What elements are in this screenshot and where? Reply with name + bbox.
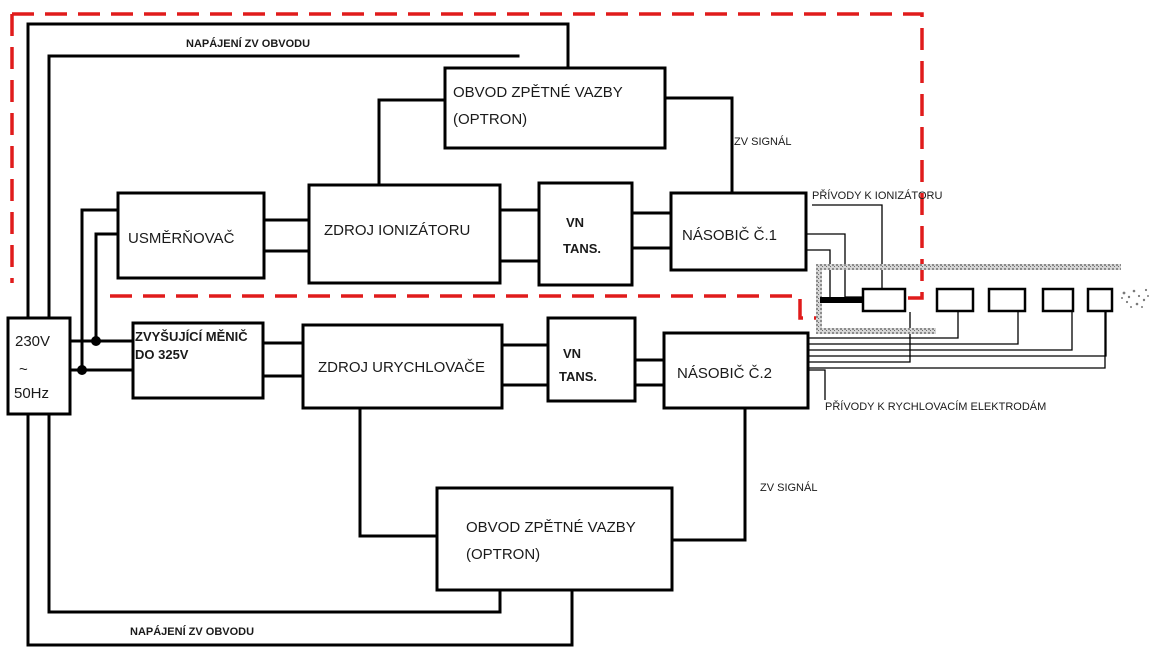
feedback-bottom-label-1: OBVOD ZPĚTNÉ VAZBY: [466, 519, 636, 536]
power-wire-bottom-outer: [26, 412, 574, 647]
power-wire-top-outer: [26, 22, 570, 320]
feedback-top-block: [443, 66, 667, 150]
feedback-top-label-1: OBVOD ZPĚTNÉ VAZBY: [453, 84, 623, 101]
mains-label-1: 230V: [15, 333, 50, 350]
mains-block: [6, 316, 72, 416]
zv-signal-label-top: ZV SIGNÁL: [734, 135, 791, 148]
ionizer-source-label: ZDROJ IONIZÁTORU: [324, 222, 470, 239]
zv-signal-wire-bottom: [670, 406, 747, 542]
rectifier-block: [116, 191, 266, 280]
ionizer-needle: [820, 297, 870, 303]
feedback-top-label-2: (OPTRON): [453, 111, 527, 128]
ionizer-source-block: [307, 183, 502, 285]
hv-transformer-1-label-2: TANS.: [563, 241, 601, 256]
power-label-top: NAPÁJENÍ ZV OBVODU: [186, 37, 310, 50]
junction-dot: [91, 336, 101, 346]
feedback-bottom-label-2: (OPTRON): [466, 546, 540, 563]
ionizer-electrode: [861, 287, 907, 313]
hv-transformer-2-block: [546, 316, 637, 403]
hv-transformer-1-label-1: VN: [566, 215, 584, 230]
rectifier-feed-1: [80, 208, 120, 372]
mains-label-3: 50Hz: [14, 385, 49, 402]
ionizer-lead: [806, 249, 831, 300]
accel-electrode-2: [987, 287, 1027, 313]
electrode-lead: [808, 312, 1107, 357]
feedback-wire-bottom-left: [358, 406, 439, 538]
multiplier-2-block: [662, 331, 810, 410]
tube-wall-top: [816, 264, 1121, 270]
multiplier-2-label: NÁSOBIČ Č.2: [677, 365, 772, 382]
booster-label-2: DO 325V: [135, 347, 189, 362]
electrode-lead: [808, 312, 959, 339]
ionizer-section-frame: [110, 294, 820, 320]
power-label-bottom: NAPÁJENÍ ZV OBVODU: [130, 625, 254, 638]
junction-dot: [77, 365, 87, 375]
multiplier-1-block: [669, 191, 808, 272]
electrode-lead: [808, 312, 1073, 351]
booster-label-1: ZVYŠUJÍCÍ MĚNIČ: [135, 329, 248, 344]
accel-electrode-1: [935, 287, 975, 313]
hv-transformer-1-block: [537, 181, 634, 287]
accelerator-tube: [816, 264, 1149, 334]
rectifier-label: USMĚRŇOVAČ: [128, 230, 235, 247]
multiplier-1-label: NÁSOBIČ Č.1: [682, 227, 777, 244]
hv-transformer-2-label-2: TANS.: [559, 369, 597, 384]
accel-leads-label: PŘÍVODY K RYCHLOVACÍM ELEKTRODÁM: [825, 400, 1046, 413]
electrode-lead: [808, 312, 911, 363]
power-wire-bottom-inner: [47, 412, 502, 614]
feedback-bottom-block: [435, 486, 674, 592]
booster-block: [131, 321, 265, 400]
electrode-lead-label: [808, 369, 826, 400]
feedback-wire-top-left: [377, 98, 447, 187]
hv-transformer-2-label-1: VN: [563, 346, 581, 361]
zv-signal-wire-top: [663, 96, 734, 195]
mains-label-2: ~: [19, 361, 28, 378]
zv-signal-label-bottom: ZV SIGNÁL: [760, 481, 817, 494]
power-wire-top-inner: [47, 54, 520, 320]
accelerator-source-label: ZDROJ URYCHLOVAČE: [318, 359, 485, 376]
electrode-lead: [808, 312, 1019, 345]
tube-wall-left: [816, 264, 822, 334]
ionizer-lead-label: [812, 204, 883, 290]
ionizer-leads-label: PŘÍVODY K IONIZÁTORU: [812, 189, 942, 202]
accelerator-source-block: [301, 323, 504, 410]
accel-electrode-3: [1041, 287, 1075, 313]
tube-wall-bottom: [816, 328, 936, 334]
accel-electrode-4: [1086, 287, 1114, 313]
wiring: [26, 22, 1107, 647]
ion-beam-icon: [1121, 288, 1149, 308]
rectifier-feed-2: [94, 232, 120, 343]
electrode-lead: [808, 312, 1106, 369]
ionizer-section-frame: [12, 12, 924, 300]
